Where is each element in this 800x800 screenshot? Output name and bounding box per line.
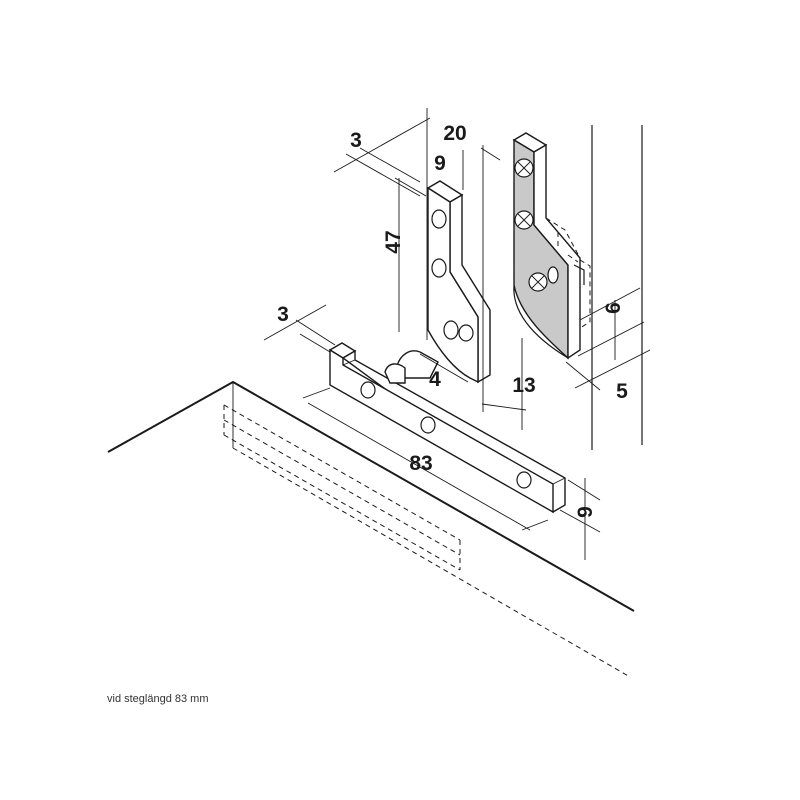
dim-bar-thickness: 3 — [277, 303, 289, 326]
dim-bracket-thickness: 3 — [350, 129, 362, 152]
connecting-bar — [328, 342, 566, 514]
dim-pin-height: 13 — [512, 374, 535, 397]
phillips-screw-icon — [514, 210, 534, 230]
dim-side-offset: 5 — [616, 380, 628, 403]
dim-side-height: 6 — [602, 302, 625, 314]
dim-pin-offset: 4 — [429, 368, 441, 391]
left-bracket — [396, 180, 491, 384]
dim-bar-height: 9 — [574, 506, 597, 518]
side-panel-outline — [591, 125, 643, 450]
dim-bracket-edge: 9 — [434, 152, 446, 175]
phillips-screw-icon — [514, 158, 534, 178]
dim-bracket-width: 20 — [443, 122, 466, 145]
dimension-lines — [263, 108, 651, 560]
dim-bracket-height: 47 — [382, 230, 405, 253]
dim-bar-length: 83 — [409, 452, 432, 475]
drawing-caption: vid steglängd 83 mm — [107, 693, 209, 705]
phillips-screw-icon — [528, 266, 559, 292]
cabinet-outline — [107, 380, 635, 678]
right-bracket — [512, 132, 591, 360]
